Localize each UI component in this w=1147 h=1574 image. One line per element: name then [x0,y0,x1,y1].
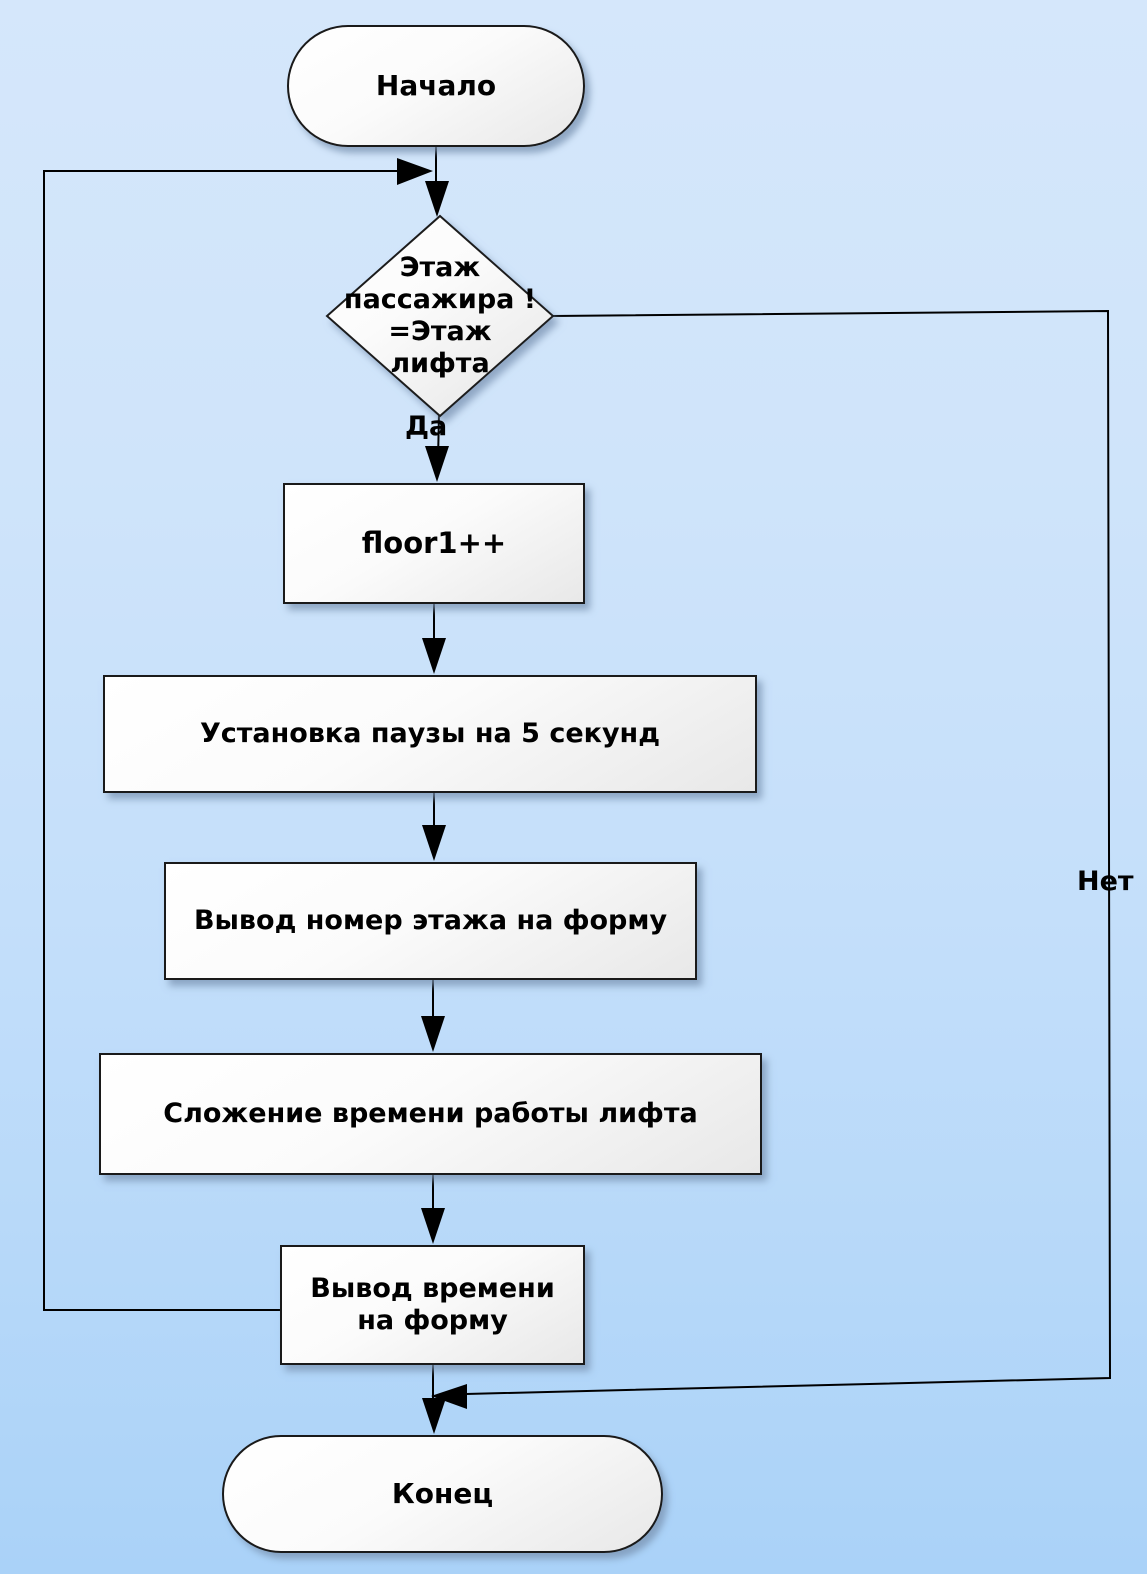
edge-no [431,309,1112,1409]
process-sum-time: Сложение времени работы лифта [99,1053,762,1175]
arrow-down-icon [421,1016,445,1052]
process-show-floor: Вывод номер этажа на форму [164,862,697,980]
node-label: floor1++ [361,526,507,561]
decision-label: Этаж пассажира ! =Этаж лифта [343,252,537,379]
arrow-down-icon [422,638,446,674]
node-label: Вывод номер этажа на форму [193,904,668,936]
edge-pause-to-show-floor [422,793,446,861]
node-label: Установка паузы на 5 секунд [199,717,661,749]
arrow-down-icon [422,825,446,861]
node-label: Вывод времени на форму [310,1272,555,1336]
process-pause: Установка паузы на 5 секунд [103,675,757,793]
node-label: Сложение времени работы лифта [163,1097,698,1129]
no-label: Нет [1077,866,1134,897]
arrow-down-icon [425,446,449,482]
process-increment: floor1++ [283,483,585,604]
decision-diamond [325,214,555,418]
start-terminator: Начало [287,25,585,147]
edge-loop-back [43,158,433,1311]
edge-show-time-to-end [422,1365,446,1434]
end-terminator: Конец [222,1435,663,1553]
edge-sum-time-to-show-time [421,1175,445,1244]
process-show-time: Вывод времени на форму [280,1245,585,1365]
arrow-left-icon [431,1384,467,1409]
edge-increment-to-pause [422,604,446,674]
node-label: Начало [375,69,497,103]
edge-show-floor-to-sum-time [421,980,445,1052]
arrow-down-icon [425,181,449,217]
arrow-down-icon [421,1208,445,1244]
arrow-right-icon [397,158,433,185]
yes-label: Да [405,411,448,442]
edge-start-to-decision [425,147,449,217]
node-label: Конец [391,1477,494,1511]
arrow-down-icon [422,1398,446,1434]
edge-yes [425,413,449,482]
